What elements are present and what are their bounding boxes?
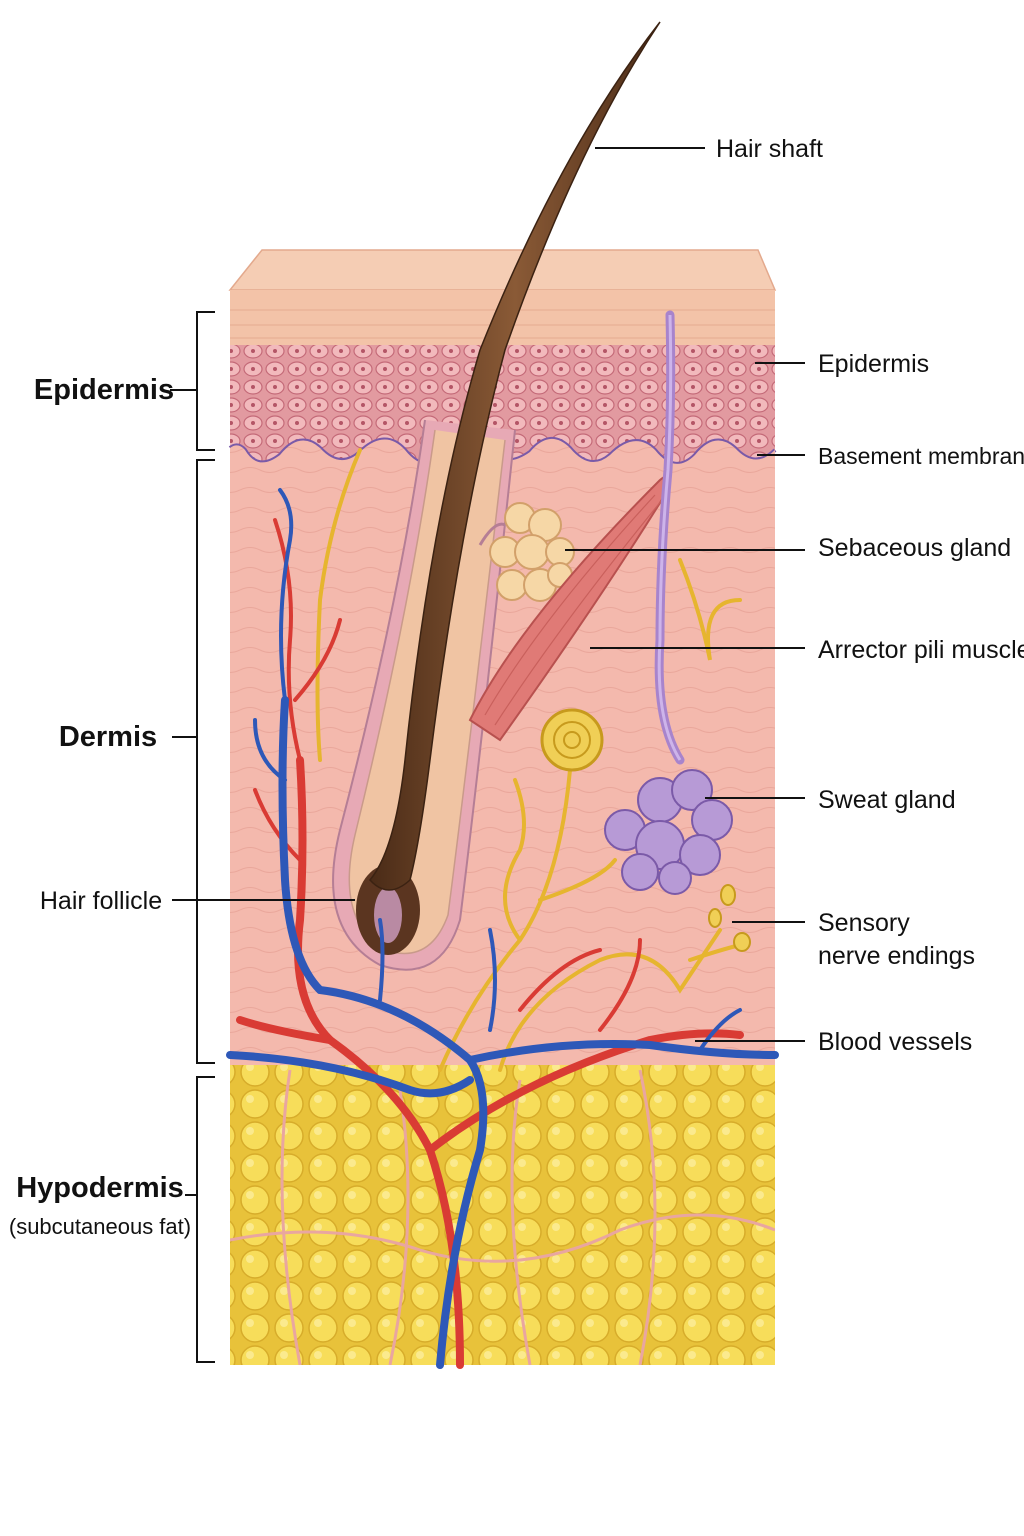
nerves <box>315 448 742 1072</box>
skin-surface <box>228 249 777 291</box>
epidermis-layer <box>230 345 775 464</box>
label-hair-shaft: Hair shaft <box>716 135 823 163</box>
dermal-papilla <box>374 887 402 943</box>
label-sensory-line1: Sensory <box>818 909 910 937</box>
hair-shaft <box>369 21 661 891</box>
dermis-bracket <box>185 459 215 1064</box>
leader-lines <box>170 147 805 1042</box>
hypodermis-bracket <box>185 1076 215 1363</box>
label-sweat-gland: Sweat gland <box>818 786 956 814</box>
label-sebaceous-gland: Sebaceous gland <box>818 534 1011 562</box>
label-hypodermis: Hypodermis <box>16 1172 184 1204</box>
label-sensory-line2: nerve endings <box>818 942 975 970</box>
fat-septa <box>230 1069 775 1365</box>
vein <box>226 696 779 1369</box>
sweat-coil <box>604 769 733 895</box>
label-dermis-left: Dermis <box>59 721 157 753</box>
pacinian-corpuscle <box>540 708 604 772</box>
label-epidermis-right: Epidermis <box>818 350 929 378</box>
sebaceous-gland <box>478 502 575 602</box>
label-epidermis-left: Epidermis <box>34 374 174 406</box>
blood-vessels <box>226 488 779 1369</box>
label-basement-membrane: Basement membrane <box>818 443 1024 469</box>
nerve-ending-bulbs <box>708 884 751 952</box>
label-hair-follicle: Hair follicle <box>40 887 162 915</box>
artery <box>236 756 744 1369</box>
sweat-gland <box>604 310 733 895</box>
label-arrector-pili-muscle: Arrector pili muscle <box>818 636 1024 664</box>
label-hypodermis-sub: (subcutaneous fat) <box>9 1214 191 1239</box>
left-brackets <box>185 311 215 1363</box>
epidermis-bracket <box>185 311 215 451</box>
label-blood-vessels: Blood vessels <box>818 1028 972 1056</box>
